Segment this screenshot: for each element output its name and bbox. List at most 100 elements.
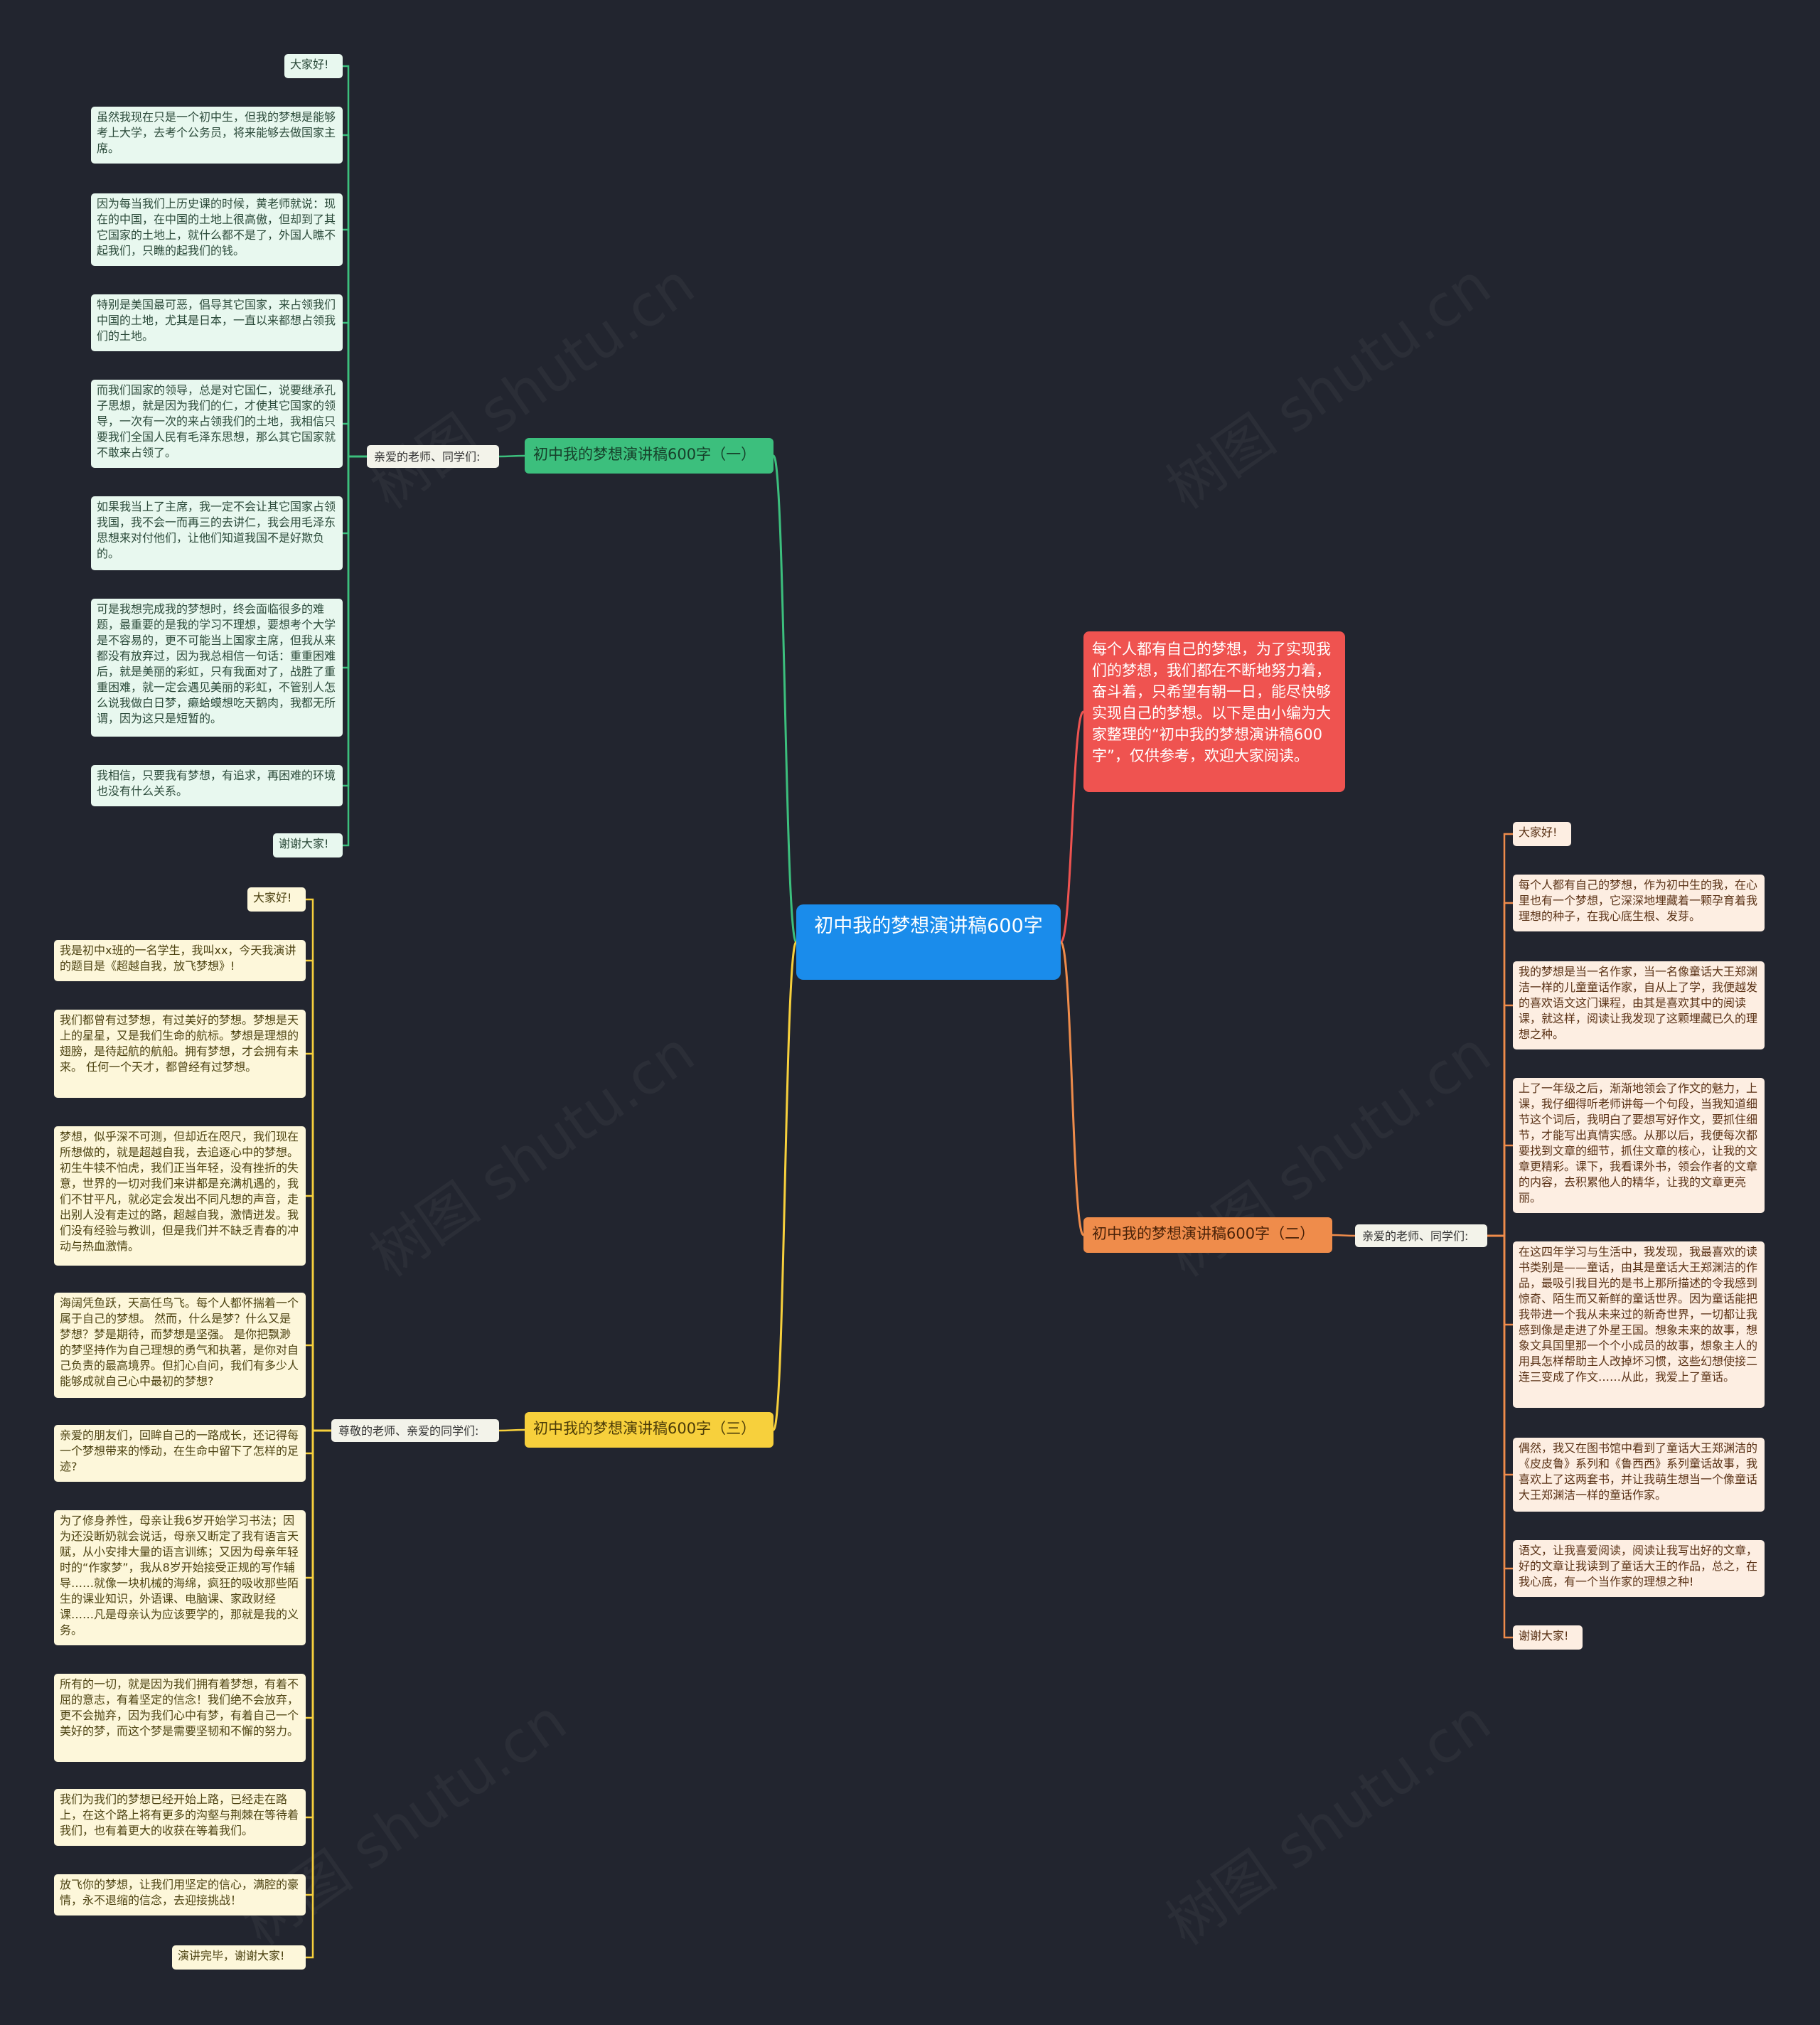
branch-2-item-text: 偶然，我又在图书馆中看到了童话大王郑渊洁的《皮皮鲁》系列和《鲁西西》系列童话故事…	[1519, 1441, 1758, 1502]
branch-2-item[interactable]: 上了一年级之后，渐渐地领会了作文的魅力，上课，我仔细得听老师讲每一个句段，当我知…	[1513, 1078, 1765, 1213]
branch-1-item[interactable]: 特别是美国最可恶，倡导其它国家，来占领我们中国的土地，尤其是日本，一直以来都想占…	[91, 294, 343, 351]
connector-line	[1487, 1234, 1513, 1326]
branch-1-item[interactable]: 如果我当上了主席，我一定不会让其它国家占领我国，我不会一而再三的去讲仁，我会用毛…	[91, 496, 343, 570]
branch-3-greeting-label: 尊敬的老师、亲爱的同学们:	[338, 1424, 479, 1438]
branch-2-item[interactable]: 谢谢大家!	[1513, 1625, 1583, 1650]
intro-note-text: 每个人都有自己的梦想，为了实现我们的梦想，我们都在不断地努力着，奋斗着，只希望有…	[1092, 641, 1331, 764]
branch-1-item[interactable]: 谢谢大家!	[273, 833, 343, 857]
branch-3-item[interactable]: 为了修身养性，母亲让我6岁开始学习书法；因为还没断奶就会说话，母亲又断定了我有语…	[54, 1510, 306, 1645]
intro-note[interactable]: 每个人都有自己的梦想，为了实现我们的梦想，我们都在不断地努力着，奋斗着，只希望有…	[1083, 631, 1345, 792]
branch-2-item[interactable]: 每个人都有自己的梦想，作为初中生的我，在心里也有一个梦想，它深深地埋藏着一颗孕育…	[1513, 875, 1765, 931]
branch-2-item-text: 大家好!	[1519, 826, 1558, 839]
branch-1-item[interactable]: 而我们国家的领导，总是对它国仁，说要继承孔子思想，就是因为我们的仁，才使其它国家…	[91, 380, 343, 468]
connector-line	[343, 134, 367, 458]
branch-1-item-text: 虽然我现在只是一个初中生，但我的梦想是能够考上大学，去考个公务员，将来能够去做国…	[97, 110, 336, 155]
branch-2-item-text: 在这四年学习与生活中，我发现，我最喜欢的读书类别是——童话，由其是童话大王郑渊洁…	[1519, 1245, 1758, 1384]
branch-3-item[interactable]: 放飞你的梦想，让我们用坚定的信心，满腔的豪情，永不退缩的信念，去迎接挑战！	[54, 1874, 306, 1916]
connector-line	[343, 65, 367, 458]
connector-line	[1059, 941, 1085, 1236]
branch-3-item[interactable]: 大家好!	[247, 887, 306, 912]
branch-1-item[interactable]: 可是我想完成我的梦想时，终会面临很多的难题，最重要的是我的学习不理想，要想考个大…	[91, 599, 343, 737]
connector-line	[306, 1429, 331, 1819]
connector-line	[498, 1428, 525, 1432]
branch-1-item[interactable]: 因为每当我们上历史课的时候，黄老师就说：现在的中国，在中国的土地上很高傲，但却到…	[91, 193, 343, 266]
branch-3-item[interactable]: 亲爱的朋友们，回眸自己的一路成长，还记得每一个梦想带来的悸动，在生命中留下了怎样…	[54, 1425, 306, 1482]
connector-line	[306, 1344, 331, 1432]
connector-line	[306, 1429, 331, 1896]
connector-line	[1487, 1234, 1513, 1570]
connector-line	[343, 455, 367, 847]
branch-1-item-text: 如果我当上了主席，我一定不会让其它国家占领我国，我不会一而再三的去讲仁，我会用毛…	[97, 500, 336, 560]
branch-3-greeting[interactable]: 尊敬的老师、亲爱的同学们:	[331, 1419, 499, 1442]
branch-2-item[interactable]: 语文，让我喜爱阅读，阅读让我写出好的文章，好的文章让我读到了童话大王的作品，总之…	[1513, 1540, 1765, 1597]
branch-1-topic[interactable]: 初中我的梦想演讲稿600字（一）	[525, 438, 774, 474]
branch-2-item[interactable]: 我的梦想是当一名作家，当一名像童话大王郑渊洁一样的儿童童话作家，自从上了学，我便…	[1513, 961, 1765, 1049]
branch-3-item-text: 放飞你的梦想，让我们用坚定的信心，满腔的豪情，永不退缩的信念，去迎接挑战！	[60, 1878, 299, 1907]
branch-3-item[interactable]: 梦想，似乎深不可测，但却近在咫尺，我们现在所想做的，就是超越自我，去追逐心中的梦…	[54, 1126, 306, 1266]
branch-3-item[interactable]: 我们为我们的梦想已经开始上路，已经走在路上，在这个路上将有更多的沟壑与荆棘在等待…	[54, 1789, 306, 1846]
branch-1-item-text: 谢谢大家!	[279, 837, 329, 850]
connector-line	[1487, 1004, 1513, 1237]
branch-1-item-text: 特别是美国最可恶，倡导其它国家，来占领我们中国的土地，尤其是日本，一直以来都想占…	[97, 298, 336, 343]
connector-line	[343, 455, 367, 535]
branch-2-item[interactable]: 在这四年学习与生活中，我发现，我最喜欢的读书类别是——童话，由其是童话大王郑渊洁…	[1513, 1241, 1765, 1408]
connector-line	[306, 898, 331, 1432]
connector-line	[343, 455, 367, 787]
branch-3-item[interactable]: 我是初中x班的一名学生，我叫xx，今天我演讲的题目是《超越自我，放飞梦想》!	[54, 940, 306, 981]
branch-2-topic[interactable]: 初中我的梦想演讲稿600字（二）	[1083, 1217, 1332, 1253]
branch-2-item[interactable]: 大家好!	[1513, 822, 1571, 846]
connector-line	[306, 1429, 331, 1719]
branch-2-item[interactable]: 偶然，我又在图书馆中看到了童话大王郑渊洁的《皮皮鲁》系列和《鲁西西》系列童话故事…	[1513, 1438, 1765, 1512]
branch-1-greeting-label: 亲爱的老师、同学们:	[374, 450, 481, 464]
connector-line	[306, 1429, 331, 1455]
root-topic-label: 初中我的梦想演讲稿600字	[814, 915, 1043, 937]
branch-1-label: 初中我的梦想演讲稿600字（一）	[533, 446, 756, 463]
branch-3-item-text: 所有的一切，就是因为我们拥有着梦想，有着不屈的意志，有着坚定的信念！我们绝不会放…	[60, 1677, 299, 1738]
branch-3-item-text: 演讲完毕，谢谢大家!	[178, 1949, 285, 1962]
branch-1-greeting[interactable]: 亲爱的老师、同学们:	[367, 445, 499, 468]
connector-line	[1487, 1234, 1513, 1476]
branch-3-item[interactable]: 我们都曾有过梦想，有过美好的梦想。梦想是天上的星星，又是我们生命的航标。梦想是理…	[54, 1010, 306, 1098]
connector-line	[1059, 710, 1085, 944]
branch-1-item-text: 可是我想完成我的梦想时，终会面临很多的难题，最重要的是我的学习不理想，要想考个大…	[97, 602, 336, 725]
connector-line	[772, 941, 798, 1431]
branch-2-label: 初中我的梦想演讲稿600字（二）	[1092, 1225, 1315, 1242]
connector-line	[772, 454, 798, 944]
branch-3-item-text: 我们都曾有过梦想，有过美好的梦想。梦想是天上的星星，又是我们生命的航标。梦想是理…	[60, 1013, 299, 1074]
branch-1-item-text: 大家好!	[290, 58, 329, 71]
connector-line	[343, 321, 367, 458]
branch-3-topic[interactable]: 初中我的梦想演讲稿600字（三）	[525, 1412, 774, 1448]
branch-2-item-text: 语文，让我喜爱阅读，阅读让我写出好的文章，好的文章让我读到了童话大王的作品，总之…	[1519, 1544, 1758, 1588]
connector-line	[343, 455, 367, 669]
branch-2-greeting[interactable]: 亲爱的老师、同学们:	[1355, 1224, 1487, 1247]
branch-1-item-text: 我相信，只要我有梦想，有追求，再困难的环境也没有什么关系。	[97, 769, 336, 798]
branch-3-item-text: 梦想，似乎深不可测，但却近在咫尺，我们现在所想做的，就是超越自我，去追逐心中的梦…	[60, 1130, 299, 1253]
branch-3-item-text: 我是初中x班的一名学生，我叫xx，今天我演讲的题目是《超越自我，放飞梦想》!	[60, 944, 296, 973]
branch-3-item-text: 海阔凭鱼跃，天高任鸟飞。每个人都怀揣着一个属于自己的梦想。 然而，什么是梦？什么…	[60, 1296, 299, 1388]
branch-3-item[interactable]: 海阔凭鱼跃，天高任鸟飞。每个人都怀揣着一个属于自己的梦想。 然而，什么是梦？什么…	[54, 1293, 306, 1398]
connector-line	[1487, 902, 1513, 1237]
connector-line	[306, 1052, 331, 1432]
branch-2-item-text: 谢谢大家!	[1519, 1629, 1569, 1642]
branch-3-item[interactable]: 演讲完毕，谢谢大家!	[172, 1945, 306, 1970]
branch-3-item-text: 大家好!	[253, 891, 292, 904]
branch-1-item[interactable]: 我相信，只要我有梦想，有追求，再困难的环境也没有什么关系。	[91, 765, 343, 806]
branch-3-item-text: 为了修身养性，母亲让我6岁开始学习书法；因为还没断奶就会说话，母亲又断定了我有语…	[60, 1514, 299, 1637]
branch-2-greeting-label: 亲爱的老师、同学们:	[1362, 1229, 1469, 1243]
branch-1-item[interactable]: 大家好!	[284, 54, 343, 78]
root-topic[interactable]: 初中我的梦想演讲稿600字	[796, 904, 1061, 980]
branch-1-item-text: 因为每当我们上历史课的时候，黄老师就说：现在的中国，在中国的土地上很高傲，但却到…	[97, 197, 336, 257]
branch-3-item[interactable]: 所有的一切，就是因为我们拥有着梦想，有着不屈的意志，有着坚定的信念！我们绝不会放…	[54, 1674, 306, 1762]
connector-line	[1332, 1234, 1356, 1237]
connector-line	[1487, 833, 1513, 1237]
connector-line	[1487, 1234, 1513, 1639]
branch-2-item-text: 上了一年级之后，渐渐地领会了作文的魅力，上课，我仔细得听老师讲每一个句段，当我知…	[1519, 1081, 1758, 1204]
branch-1-item[interactable]: 虽然我现在只是一个初中生，但我的梦想是能够考上大学，去考个公务员，将来能够去做国…	[91, 107, 343, 164]
connector-line	[343, 422, 367, 458]
branch-3-item-text: 亲爱的朋友们，回眸自己的一路成长，还记得每一个梦想带来的悸动，在生命中留下了怎样…	[60, 1428, 299, 1473]
connector-line	[1487, 1144, 1513, 1237]
connector-line	[343, 228, 367, 458]
branch-3-label: 初中我的梦想演讲稿600字（三）	[533, 1420, 756, 1437]
connector-line	[306, 1429, 331, 1959]
